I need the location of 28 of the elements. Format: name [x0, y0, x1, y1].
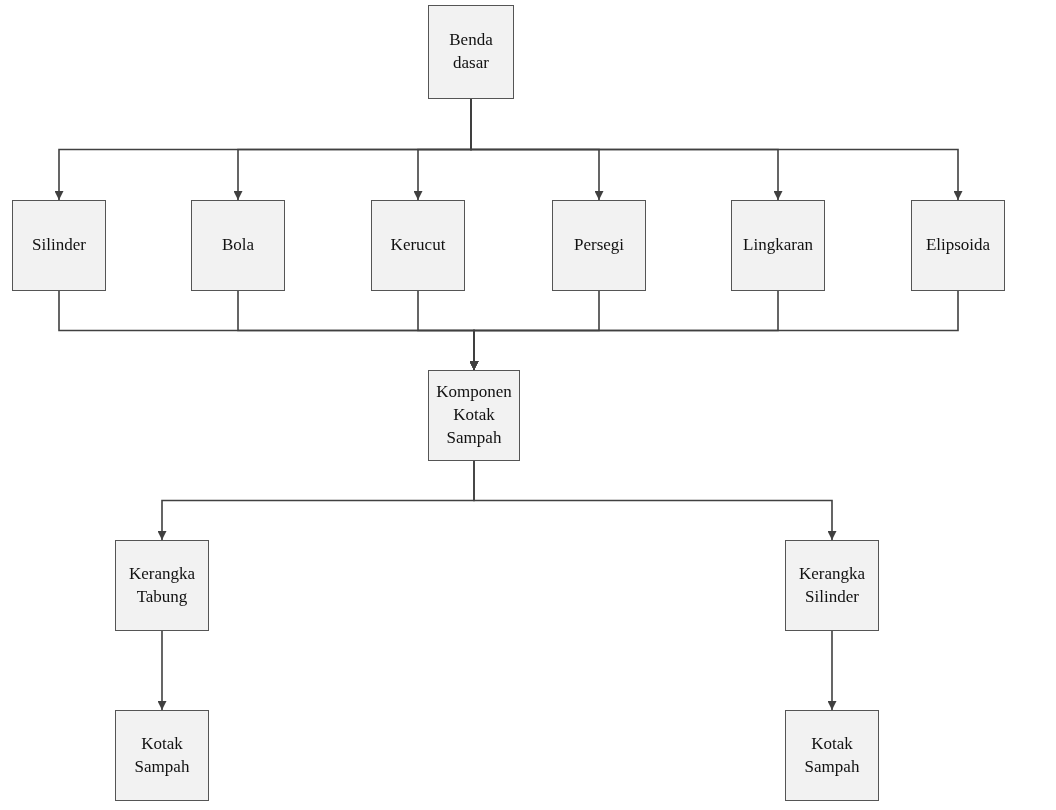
process-box: [785, 540, 879, 631]
box-label: Elipsoida: [925, 234, 991, 257]
box-label: Lingkaran: [743, 234, 813, 257]
process-box: [552, 200, 646, 291]
process-box: [428, 5, 514, 99]
box-label: Silinder: [32, 234, 86, 257]
box-label: Persegi: [573, 234, 624, 257]
process-box: [911, 200, 1005, 291]
process-box: [428, 370, 520, 461]
box-label: Kerangka Silinder: [797, 562, 867, 608]
connector-arrow: [157, 630, 167, 711]
connector-arrow: [469, 290, 959, 371]
process-box: [371, 200, 465, 291]
process-box: [115, 540, 209, 631]
process-box: [12, 200, 106, 291]
connector-arrow: [827, 630, 837, 711]
box-label: Kerangka Tabung: [127, 562, 197, 608]
box-label: Kerucut: [390, 234, 446, 257]
box-label: Kotak Sampah: [803, 732, 861, 778]
process-box: [785, 710, 879, 801]
process-box: [115, 710, 209, 801]
connector-arrow: [473, 460, 837, 541]
box-label: Benda dasar: [448, 29, 494, 74]
process-box: [191, 200, 285, 291]
box-label: Komponen Kotak Sampah: [435, 381, 513, 449]
box-label: Bola: [221, 234, 255, 257]
process-box: [731, 200, 825, 291]
box-label: Kotak Sampah: [133, 732, 191, 778]
